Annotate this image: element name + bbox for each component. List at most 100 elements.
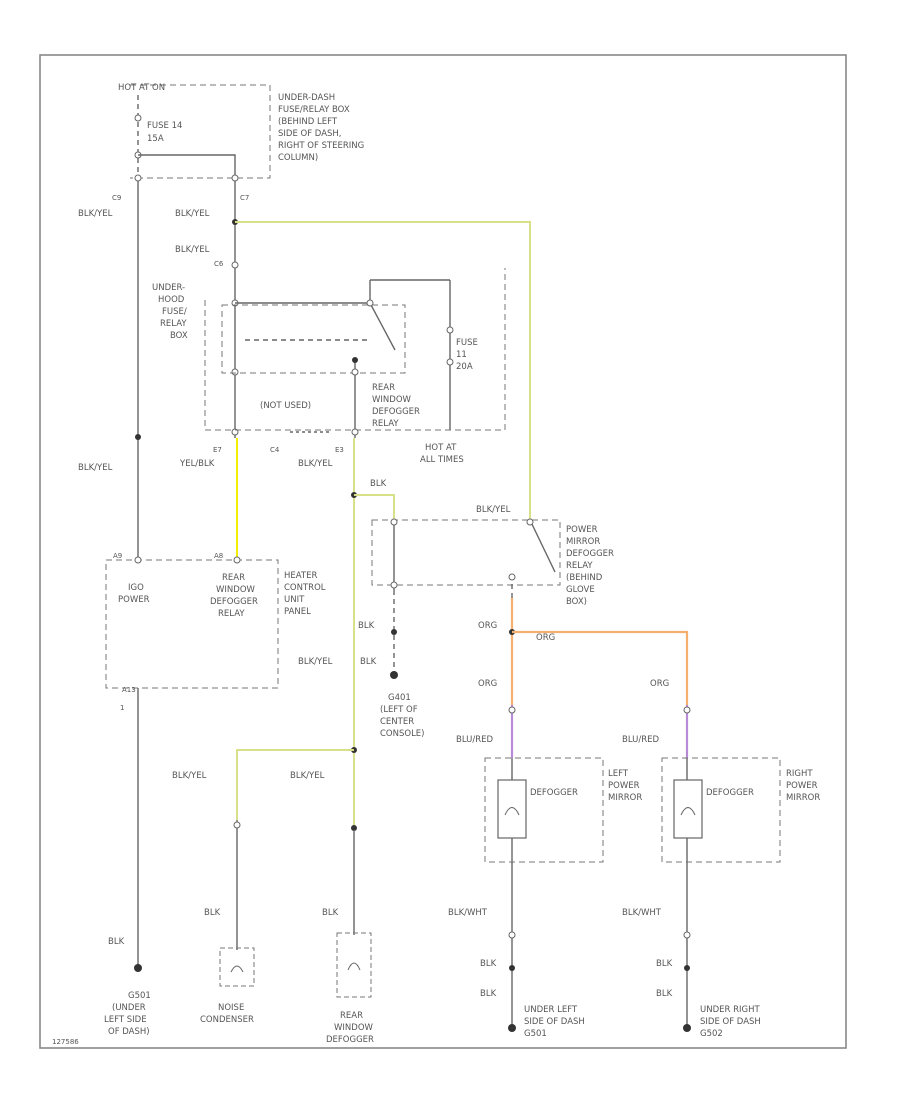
svg-text:SIDE OF DASH,: SIDE OF DASH, xyxy=(278,129,342,139)
svg-text:MIRROR: MIRROR xyxy=(786,793,820,803)
svg-text:HOT AT: HOT AT xyxy=(425,443,457,453)
svg-text:BLK/WHT: BLK/WHT xyxy=(622,908,662,918)
svg-text:BLK/YEL: BLK/YEL xyxy=(175,209,210,219)
svg-text:WINDOW: WINDOW xyxy=(216,585,256,595)
svg-text:OF DASH): OF DASH) xyxy=(108,1027,150,1037)
svg-text:LEFT SIDE: LEFT SIDE xyxy=(104,1015,147,1025)
svg-text:COLUMN): COLUMN) xyxy=(278,153,318,163)
rear-defogger-relay-box xyxy=(221,304,406,374)
left-defogger-element xyxy=(497,758,527,1030)
svg-text:RELAY: RELAY xyxy=(160,319,187,329)
svg-text:DEFOGGER: DEFOGGER xyxy=(372,407,420,417)
svg-text:(BEHIND LEFT: (BEHIND LEFT xyxy=(278,117,338,127)
svg-text:BLK/YEL: BLK/YEL xyxy=(78,463,113,473)
svg-text:MIRROR: MIRROR xyxy=(608,793,642,803)
svg-text:20A: 20A xyxy=(456,362,473,372)
svg-text:1: 1 xyxy=(120,704,124,712)
svg-text:RELAY: RELAY xyxy=(218,609,245,619)
hot-at-on-label: HOT AT ON xyxy=(118,83,165,93)
svg-text:BLK: BLK xyxy=(358,621,375,631)
org-wires xyxy=(508,573,691,758)
svg-text:POWER: POWER xyxy=(786,781,818,791)
svg-text:E7: E7 xyxy=(213,446,222,454)
svg-text:BOX: BOX xyxy=(170,331,188,341)
svg-text:DEFOGGER: DEFOGGER xyxy=(706,788,754,798)
svg-text:(LEFT OF: (LEFT OF xyxy=(380,705,418,715)
svg-text:IGO: IGO xyxy=(128,583,144,593)
svg-text:DEFOGGER: DEFOGGER xyxy=(326,1035,374,1045)
power-mirror-relay xyxy=(390,518,556,679)
svg-text:CONTROL: CONTROL xyxy=(284,583,326,593)
svg-text:BLK: BLK xyxy=(322,908,339,918)
top-bus-wire xyxy=(235,221,531,520)
svg-text:GLOVE: GLOVE xyxy=(566,585,595,595)
svg-text:NOISE: NOISE xyxy=(218,1003,244,1013)
svg-text:BLK/YEL: BLK/YEL xyxy=(172,771,207,781)
rear-defogger-box xyxy=(336,932,372,998)
rear-defogger-relay xyxy=(235,279,450,438)
svg-text:HOOD: HOOD xyxy=(158,295,185,305)
footer-code: 127586 xyxy=(52,1038,79,1046)
svg-text:BLK/YEL: BLK/YEL xyxy=(78,209,113,219)
svg-text:BOX): BOX) xyxy=(566,597,587,607)
svg-text:G502: G502 xyxy=(700,1029,723,1039)
svg-text:C7: C7 xyxy=(240,194,249,202)
power-mirror-relay-box xyxy=(371,519,561,586)
svg-text:BLK/WHT: BLK/WHT xyxy=(448,908,488,918)
svg-text:(NOT USED): (NOT USED) xyxy=(260,401,311,411)
svg-text:CONSOLE): CONSOLE) xyxy=(380,729,425,739)
svg-text:BLK: BLK xyxy=(656,989,673,999)
svg-text:BLK/YEL: BLK/YEL xyxy=(298,657,333,667)
svg-text:G501: G501 xyxy=(128,991,151,1001)
center-blkyel-wire xyxy=(231,174,239,438)
svg-text:FUSE: FUSE xyxy=(456,338,478,348)
svg-text:POWER: POWER xyxy=(566,525,598,535)
svg-text:POWER: POWER xyxy=(118,595,150,605)
svg-text:CENTER: CENTER xyxy=(380,717,414,727)
left-mirror-box xyxy=(484,757,604,863)
svg-text:BLK: BLK xyxy=(204,908,221,918)
left-power-wire xyxy=(134,95,142,560)
svg-text:FUSE/RELAY BOX: FUSE/RELAY BOX xyxy=(278,105,350,115)
svg-text:UNDER RIGHT: UNDER RIGHT xyxy=(700,1005,760,1015)
svg-text:YEL/BLK: YEL/BLK xyxy=(179,459,215,469)
svg-text:REAR: REAR xyxy=(340,1011,363,1021)
svg-text:UNDER LEFT: UNDER LEFT xyxy=(524,1005,578,1015)
svg-text:ORG: ORG xyxy=(650,679,669,689)
svg-text:RIGHT: RIGHT xyxy=(786,769,813,779)
svg-text:SIDE OF DASH: SIDE OF DASH xyxy=(524,1017,585,1027)
svg-text:DEFOGGER: DEFOGGER xyxy=(210,597,258,607)
fuse14-label: FUSE 14 xyxy=(147,121,182,131)
right-mirror-box xyxy=(661,757,781,863)
underdash-fuse-box-outline xyxy=(130,84,271,179)
svg-text:BLK/YEL: BLK/YEL xyxy=(476,505,511,515)
svg-text:(UNDER: (UNDER xyxy=(112,1003,146,1013)
svg-text:BLK/YEL: BLK/YEL xyxy=(290,771,325,781)
svg-text:A9: A9 xyxy=(113,552,122,560)
svg-text:ORG: ORG xyxy=(478,679,497,689)
svg-text:UNIT: UNIT xyxy=(284,595,305,605)
svg-text:CONDENSER: CONDENSER xyxy=(200,1015,254,1025)
svg-text:UNDER-: UNDER- xyxy=(152,283,185,293)
svg-text:C4: C4 xyxy=(270,446,280,454)
svg-text:C6: C6 xyxy=(214,260,224,268)
fuse-box-label: UNDER-DASH xyxy=(278,93,335,103)
svg-text:G501: G501 xyxy=(524,1029,547,1039)
svg-text:BLK: BLK xyxy=(360,657,377,667)
svg-text:A13: A13 xyxy=(122,686,136,694)
relay-coil-feed xyxy=(354,494,395,520)
svg-text:DEFOGGER: DEFOGGER xyxy=(566,549,614,559)
svg-text:BLK/YEL: BLK/YEL xyxy=(298,459,333,469)
svg-text:E3: E3 xyxy=(335,446,344,454)
svg-text:C9: C9 xyxy=(112,194,121,202)
diagram-frame xyxy=(39,54,847,1049)
noise-condenser-box xyxy=(219,947,255,987)
svg-text:ALL TIMES: ALL TIMES xyxy=(420,455,464,465)
svg-text:HEATER: HEATER xyxy=(284,571,317,581)
svg-text:(BEHIND: (BEHIND xyxy=(566,573,603,583)
svg-text:BLK: BLK xyxy=(480,959,497,969)
svg-text:REAR: REAR xyxy=(222,573,245,583)
fuse11-wire xyxy=(446,280,454,430)
fuse14-amp-label: 15A xyxy=(147,134,164,144)
